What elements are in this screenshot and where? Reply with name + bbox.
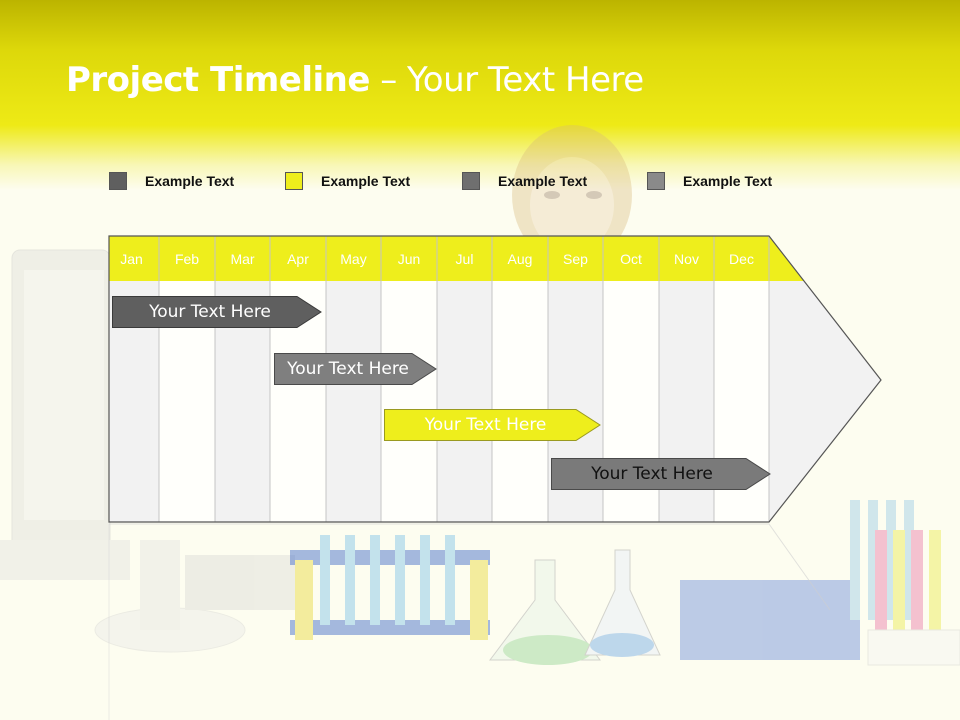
legend-label: Example Text xyxy=(321,173,411,189)
task-arrow-1[interactable]: Your Text Here xyxy=(112,296,322,328)
legend-swatch xyxy=(285,172,303,190)
legend-label: Example Text xyxy=(498,173,588,189)
legend-swatch xyxy=(647,172,665,190)
task-label: Your Text Here xyxy=(149,302,271,322)
column-shade xyxy=(437,281,492,522)
legend-item-1: Example Text xyxy=(109,171,234,191)
legend-item-3: Example Text xyxy=(462,171,587,191)
task-label: Your Text Here xyxy=(424,415,547,435)
arrow-outline xyxy=(108,235,882,523)
legend-swatch xyxy=(109,172,127,190)
task-arrow-4[interactable]: Your Text Here xyxy=(551,458,771,490)
month-label-apr: Apr xyxy=(287,251,309,267)
month-label-dec: Dec xyxy=(729,251,754,267)
slide-title: Project Timeline – Your Text Here xyxy=(66,60,644,100)
title-rest: – Your Text Here xyxy=(369,60,644,100)
column-shade xyxy=(326,281,381,522)
legend-label: Example Text xyxy=(683,173,773,189)
legend-item-4: Example Text xyxy=(647,171,772,191)
month-label-jul: Jul xyxy=(455,251,474,267)
title-bold: Project Timeline xyxy=(66,60,370,100)
month-label-may: May xyxy=(340,251,367,267)
month-label-nov: Nov xyxy=(674,251,699,267)
legend-item-2: Example Text xyxy=(285,171,410,191)
month-label-feb: Feb xyxy=(174,251,200,267)
month-label-jun: Jun xyxy=(397,251,421,267)
header-band xyxy=(0,0,960,190)
arrow-tip-shade xyxy=(769,281,881,522)
task-arrow-2[interactable]: Your Text Here xyxy=(274,353,437,385)
arrow-reflection xyxy=(109,523,831,611)
month-label-oct: Oct xyxy=(620,251,642,267)
month-label-mar: Mar xyxy=(230,251,255,267)
task-label: Your Text Here xyxy=(591,464,713,484)
month-label-aug: Aug xyxy=(507,251,533,267)
month-label-jan: Jan xyxy=(120,251,143,267)
month-label-sep: Sep xyxy=(563,251,588,267)
legend-label: Example Text xyxy=(145,173,235,189)
task-arrow-3[interactable]: Your Text Here xyxy=(384,409,601,441)
month-header-band xyxy=(109,236,804,281)
legend-swatch xyxy=(462,172,480,190)
task-label: Your Text Here xyxy=(287,359,409,379)
